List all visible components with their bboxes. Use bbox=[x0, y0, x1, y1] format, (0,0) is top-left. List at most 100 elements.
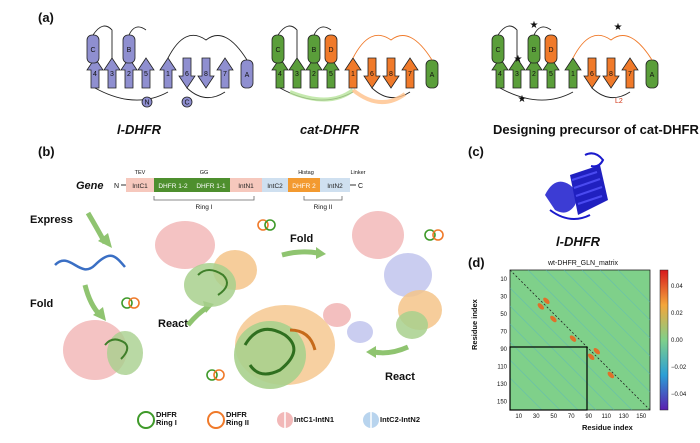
helix-label-C: C bbox=[495, 47, 500, 54]
helix-D bbox=[324, 34, 338, 64]
strand-1 bbox=[159, 57, 177, 89]
assembly-scheme bbox=[54, 211, 444, 389]
loop bbox=[94, 87, 169, 101]
loop bbox=[186, 87, 226, 98]
construct-segment-label: DHFR 2 bbox=[292, 183, 316, 190]
x-tick-label: 70 bbox=[568, 414, 575, 420]
step-express: Express bbox=[30, 214, 73, 226]
strand-label-7: 7 bbox=[223, 71, 227, 78]
loop bbox=[591, 87, 631, 98]
strand-label-8: 8 bbox=[204, 71, 208, 78]
construct-segment-label: IntC1 bbox=[132, 183, 148, 190]
strand-label-6: 6 bbox=[590, 71, 594, 78]
heatmap-spot bbox=[607, 371, 615, 379]
construct-segment bbox=[262, 178, 288, 192]
strand-label-8: 8 bbox=[609, 71, 613, 78]
loop bbox=[499, 87, 574, 101]
strand-3 bbox=[103, 57, 121, 89]
y-tick-label: 130 bbox=[497, 382, 508, 388]
strand-label-3: 3 bbox=[295, 71, 299, 78]
ring-icon-small-2 bbox=[257, 219, 276, 231]
strand-5 bbox=[322, 57, 340, 89]
highlight-orange bbox=[351, 88, 407, 104]
colorbar-tick-label: −0.02 bbox=[671, 365, 687, 371]
mutation-star-icon: ★ bbox=[614, 22, 623, 33]
strand-1 bbox=[564, 57, 582, 89]
heatmap-xlabel: Residue index bbox=[582, 423, 633, 432]
strand-label-2: 2 bbox=[532, 71, 536, 78]
mutation-star-icon: ★ bbox=[514, 54, 523, 65]
construct-tag: Linker bbox=[351, 170, 366, 176]
x-tick-label: 150 bbox=[636, 414, 647, 420]
construct-segment-label: IntN2 bbox=[327, 183, 343, 190]
loop bbox=[497, 25, 518, 58]
strand-label-1: 1 bbox=[571, 71, 575, 78]
strand-7 bbox=[401, 57, 419, 89]
loop bbox=[352, 35, 433, 61]
legend-ring-i-icon bbox=[137, 411, 155, 429]
panel-c-label: (c) bbox=[468, 144, 484, 159]
colorbar-tick-label: 0.00 bbox=[671, 338, 683, 344]
heatmap-inset-box bbox=[509, 346, 588, 411]
caption-c: l-DHFR bbox=[556, 234, 601, 249]
ring-icon-small-1 bbox=[121, 297, 140, 309]
legend-intc1-icon bbox=[277, 412, 293, 428]
colorbar-tick-label: 0.02 bbox=[671, 311, 683, 317]
strand-label-8: 8 bbox=[389, 71, 393, 78]
mutation-star-icon: ★ bbox=[518, 94, 527, 105]
strand-7 bbox=[621, 57, 639, 89]
x-tick-label: 50 bbox=[550, 414, 557, 420]
heatmap-ylabel: Residue index bbox=[470, 299, 479, 350]
strand-label-7: 7 bbox=[628, 71, 632, 78]
x-tick-label: 110 bbox=[601, 414, 611, 420]
terminus-label: C bbox=[184, 100, 189, 107]
panel-b-label: (b) bbox=[38, 144, 55, 159]
strand-5 bbox=[542, 57, 560, 89]
ring-i-label: Ring I bbox=[196, 204, 213, 211]
strand-2 bbox=[305, 57, 323, 89]
construct-segment bbox=[288, 178, 320, 192]
loop bbox=[92, 25, 113, 58]
helix-label-D: D bbox=[328, 47, 333, 54]
strand-4 bbox=[86, 57, 104, 89]
construct-tag: TEV bbox=[135, 170, 146, 176]
heatmap-spot bbox=[569, 335, 577, 342]
colorbar bbox=[659, 269, 669, 411]
construct-segment-label: IntC2 bbox=[267, 183, 283, 190]
construct-tag: GG bbox=[200, 170, 209, 176]
construct-tag: Histag bbox=[298, 170, 314, 176]
x-tick-label: 30 bbox=[533, 414, 540, 420]
loop bbox=[128, 26, 147, 36]
loop-l2-label: L2 bbox=[615, 98, 623, 105]
strand-label-1: 1 bbox=[166, 71, 170, 78]
express-arrow bbox=[85, 211, 112, 248]
loop bbox=[277, 25, 298, 58]
step-fold-1: Fold bbox=[30, 298, 54, 310]
terminus-node bbox=[181, 96, 193, 108]
legend-intc1-label: IntC1-IntN1 bbox=[294, 415, 334, 424]
ring-icon-small-3 bbox=[424, 229, 444, 241]
ring-ii-label: Ring II bbox=[314, 204, 333, 211]
protein-unfolded-complex bbox=[63, 320, 143, 380]
x-tick-label: 130 bbox=[619, 414, 630, 420]
ring-icon-small-4 bbox=[206, 369, 225, 381]
helix-label-C: C bbox=[275, 47, 280, 54]
y-tick-label: 50 bbox=[500, 312, 507, 318]
construct-c-term: C bbox=[358, 183, 363, 190]
loop bbox=[371, 87, 411, 98]
y-tick-label: 90 bbox=[500, 347, 507, 353]
y-tick-label: 70 bbox=[500, 329, 507, 335]
heatmap-spot bbox=[543, 297, 550, 305]
loop bbox=[533, 26, 552, 36]
strand-5 bbox=[137, 57, 155, 89]
strand-8 bbox=[602, 57, 620, 89]
legend-intc2-label: IntC2-IntN2 bbox=[380, 415, 420, 424]
strand-8 bbox=[382, 57, 400, 89]
construct-segment bbox=[154, 178, 192, 192]
terminus-label: N bbox=[144, 100, 149, 107]
construct-segment-label: DHFR 1-1 bbox=[196, 183, 226, 190]
